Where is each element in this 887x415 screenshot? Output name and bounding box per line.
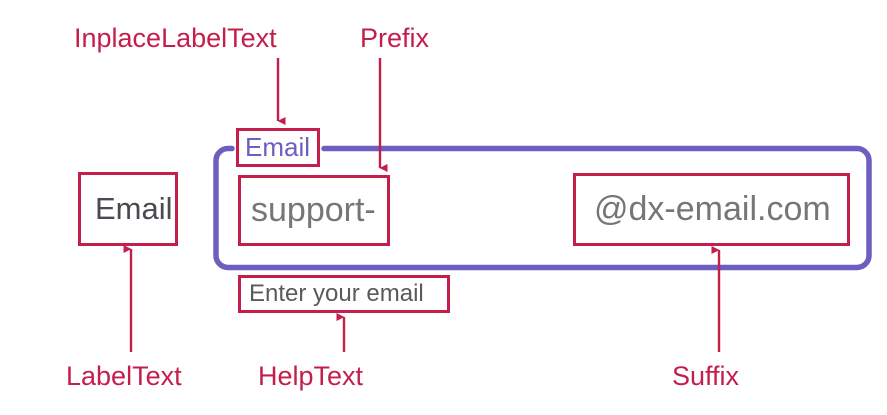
callout-help-text: HelpText [258,361,364,391]
callout-prefix: Prefix [360,23,430,53]
callout-label-text: LabelText [66,361,182,391]
inplace-label-value: Email [245,132,311,162]
label-text-region: Email [78,172,178,246]
prefix-value: support- [251,191,376,229]
label-text-value: Email [95,191,173,226]
help-text-value: Enter your email [249,280,424,307]
callout-suffix: Suffix [672,361,740,391]
suffix-value: @dx-email.com [594,190,831,228]
prefix-region: support- [238,175,390,246]
callout-inplace-label: InplaceLabelText [74,23,277,53]
suffix-region: @dx-email.com [573,173,850,246]
help-text-region: Enter your email [238,275,450,313]
inplace-label-region: Email [236,128,320,167]
